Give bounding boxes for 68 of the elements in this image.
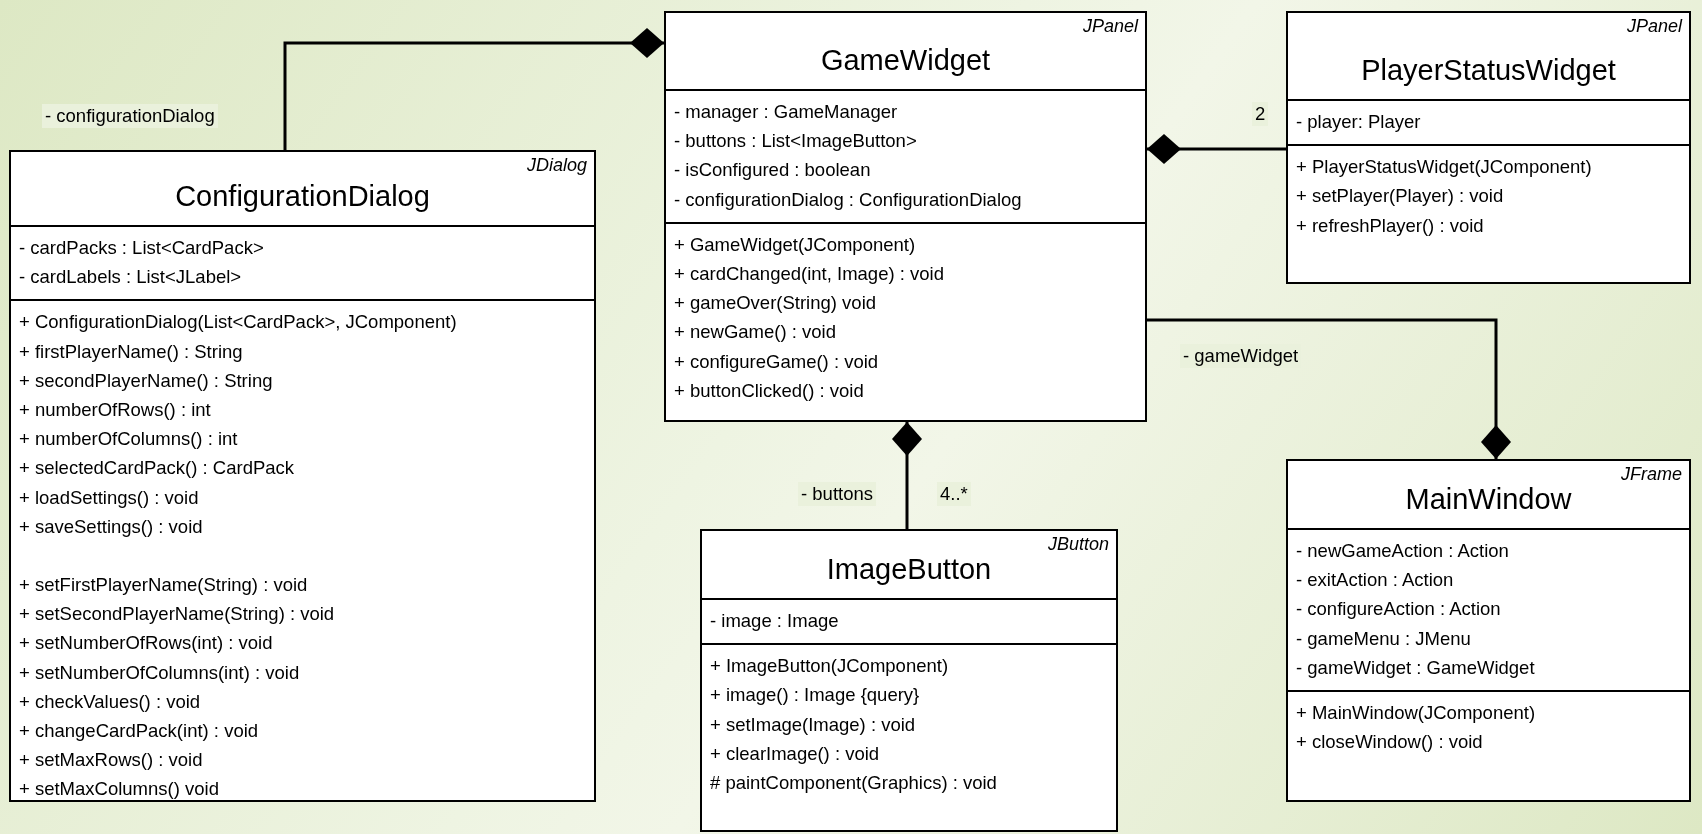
member-text: - configurationDialog : ConfigurationDialog [674, 187, 1022, 212]
member-text: + secondPlayerName() : String [19, 368, 273, 393]
multiplicity-label: 4..* [937, 482, 971, 506]
member-text: + setFirstPlayerName(String) : void [19, 573, 308, 598]
class-box [9, 150, 596, 802]
member-text: - gameMenu : JMenu [1296, 626, 1471, 651]
member-text: + setNumberOfRows(int) : void [19, 631, 273, 656]
member-text: + setPlayer(Player) : void [1296, 184, 1504, 209]
class-name: ConfigurationDialog [174, 180, 431, 213]
member-text: + saveSettings() : void [19, 514, 203, 539]
member-text: - gameWidget : GameWidget [1296, 655, 1535, 680]
member-text: + cardChanged(int, Image) : void [674, 262, 944, 286]
member-text: + ConfigurationDialog(List<CardPack>, JComponent) [19, 310, 457, 335]
member-text: - isConfigured : boolean [674, 158, 871, 183]
composition-line [1147, 134, 1286, 164]
class-name: PlayerStatusWidget [1360, 54, 1617, 87]
member-text: + image() : Image {query} [710, 683, 920, 708]
member-text: + clearImage() : void [710, 741, 880, 766]
member-text: + gameOver(String) void [674, 291, 877, 316]
member-text: - cardLabels : List<JLabel> [19, 265, 242, 290]
class-box [664, 11, 1147, 422]
class-box [700, 529, 1118, 832]
member-text: + newGame() : void [674, 320, 836, 345]
composition-line [283, 28, 664, 150]
stereotype-label: JPanel [1626, 16, 1682, 37]
member-text: + closeWindow() : void [1296, 730, 1483, 755]
role-label: - configurationDialog [42, 104, 218, 128]
role-label: - buttons [798, 482, 876, 506]
member-text: + PlayerStatusWidget(JComponent) [1296, 155, 1592, 180]
member-text: + firstPlayerName() : String [19, 339, 243, 364]
member-text: + checkValues() : void [19, 689, 201, 714]
stereotype-label: JFrame [1621, 464, 1682, 485]
member-text: - image : Image [710, 609, 839, 633]
member-text: + changeCardPack(int) : void [19, 719, 259, 744]
role-label: 2 [1252, 102, 1269, 126]
member-text: - exitAction : Action [1296, 568, 1454, 593]
member-text: - configureAction : Action [1296, 597, 1501, 622]
member-text: + setMaxRows() : void [19, 748, 203, 773]
member-text: + ImageButton(JComponent) [710, 654, 949, 679]
class-name: MainWindow [1404, 483, 1573, 516]
member-text: + configureGame() : void [674, 349, 879, 374]
member-text: + refreshPlayer() : void [1296, 213, 1484, 238]
member-text: + numberOfColumns() : int [19, 427, 238, 452]
member-text: + selectedCardPack() : CardPack [19, 456, 295, 481]
stereotype-label: JDialog [526, 155, 587, 176]
composition-line [1147, 318, 1511, 459]
composition-line [892, 422, 922, 529]
class-name: GameWidget [819, 44, 992, 77]
member-text: - newGameAction : Action [1296, 539, 1509, 563]
member-text: + setMaxColumns() void [19, 777, 219, 802]
member-text: - buttons : List<ImageButton> [674, 129, 917, 154]
member-text: + setSecondPlayerName(String) : void [19, 602, 335, 627]
member-text: + MainWindow(JComponent) [1296, 701, 1536, 725]
member-text: + loadSettings() : void [19, 485, 199, 510]
member-text: - player: Player [1296, 110, 1421, 134]
member-text: # paintComponent(Graphics) : void [710, 771, 997, 795]
member-text: + GameWidget(JComponent) [674, 232, 916, 257]
member-text: + numberOfRows() : int [19, 398, 211, 422]
class-box [1286, 11, 1691, 284]
member-text: - manager : GameManager [674, 100, 898, 124]
member-text: + buttonClicked() : void [674, 378, 864, 403]
stereotype-label: JButton [1047, 534, 1109, 555]
stereotype-label: JPanel [1082, 16, 1138, 37]
class-box [1286, 459, 1691, 802]
class-name: ImageButton [825, 553, 993, 586]
member-text: + setNumberOfColumns(int) : void [19, 660, 300, 685]
member-text: - cardPacks : List<CardPack> [19, 236, 264, 260]
member-text: + setImage(Image) : void [710, 712, 916, 737]
